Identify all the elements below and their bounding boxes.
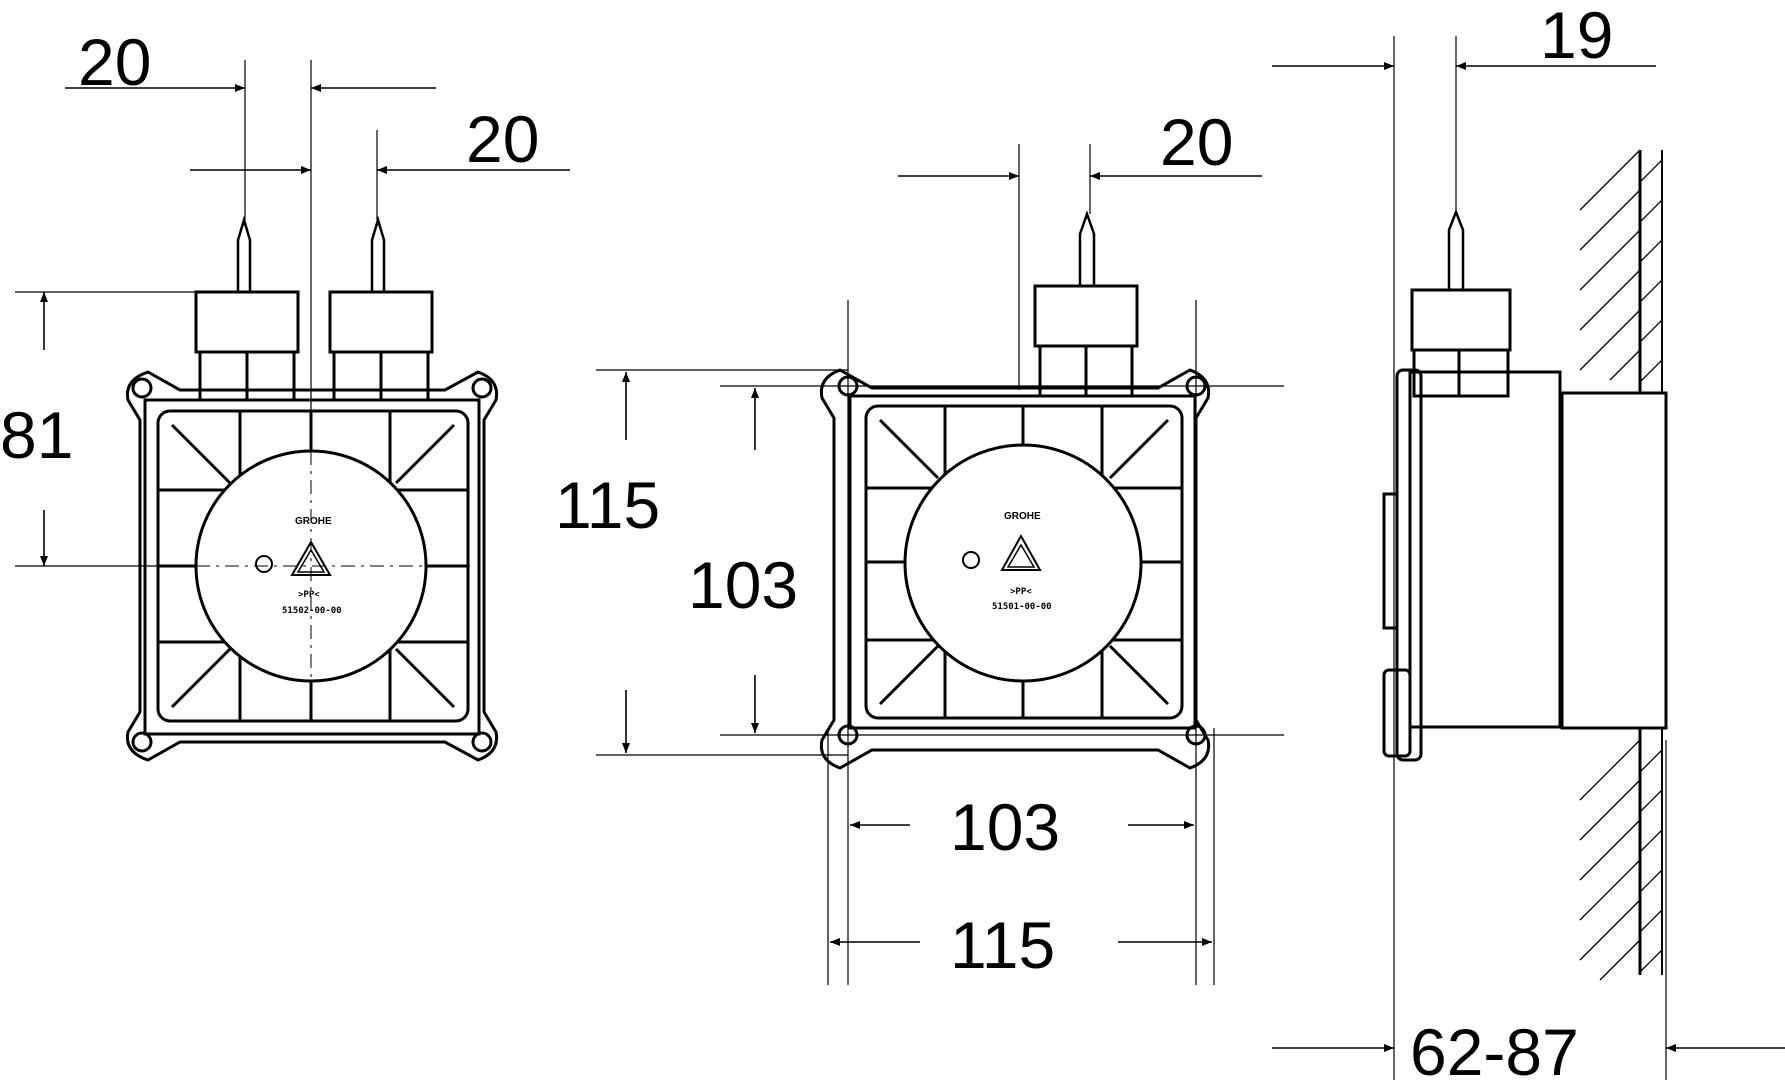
- back-view: [596, 144, 1284, 985]
- front-mark: >PP<: [298, 590, 320, 600]
- back-logo: GROHE: [1004, 511, 1041, 522]
- side-body: [1408, 370, 1562, 729]
- front-dim-height: 81: [0, 398, 73, 472]
- side-connector: [1410, 288, 1512, 352]
- side-cover-block: [1560, 391, 1668, 730]
- back-dim-outer-width: 115: [950, 908, 1055, 982]
- back-spindle: [1078, 210, 1096, 286]
- wall-section: [1579, 149, 1663, 981]
- front-left-connector: [194, 290, 300, 354]
- front-screw-hole-bl: [131, 731, 153, 753]
- front-right-spindle: [370, 215, 386, 292]
- back-mark: >PP<: [1010, 587, 1032, 597]
- side-dim-depth-range: 62-87: [1410, 1015, 1579, 1080]
- front-screw-hole-br: [471, 731, 493, 753]
- front-view: [15, 60, 499, 762]
- back-body-frame: [848, 394, 1197, 730]
- back-part-number: 51501-00-00: [992, 602, 1052, 612]
- front-screw-hole-tr: [471, 377, 493, 399]
- front-left-spindle: [236, 215, 252, 292]
- back-dimension-lines: [622, 172, 1262, 946]
- back-connector: [1033, 284, 1139, 348]
- front-screw-hole-tl: [131, 377, 153, 399]
- front-flange: [125, 370, 499, 762]
- front-recycle-icon: [290, 539, 332, 576]
- back-dim-inner-width: 103: [950, 790, 1060, 864]
- back-recycle-icon: [1000, 533, 1042, 571]
- back-dim-outer-height: 115: [555, 468, 660, 542]
- front-dim-spacing-left: 20: [78, 25, 151, 99]
- front-logo: GROHE: [295, 516, 332, 527]
- side-mounting-tab: [1382, 492, 1399, 630]
- front-part-number: 51502-00-00: [282, 606, 342, 616]
- side-dimension-lines: [1272, 62, 1785, 1052]
- back-flange: [819, 368, 1211, 770]
- back-locator-hole: [962, 551, 980, 569]
- front-dim-spacing-right: 20: [466, 102, 539, 176]
- wall-hatching: [1579, 149, 1663, 981]
- front-dimension-lines: [40, 84, 570, 566]
- back-center-disc: [903, 443, 1143, 683]
- back-dim-inner-height: 103: [688, 548, 798, 622]
- side-view: [1382, 36, 1668, 1080]
- front-locator-hole: [255, 555, 273, 573]
- side-dim-cover-offset: 19: [1540, 0, 1613, 72]
- front-right-connector: [328, 290, 434, 354]
- side-spindle: [1447, 208, 1465, 290]
- front-body-frame: [143, 398, 481, 736]
- back-dim-spacing: 20: [1160, 105, 1233, 179]
